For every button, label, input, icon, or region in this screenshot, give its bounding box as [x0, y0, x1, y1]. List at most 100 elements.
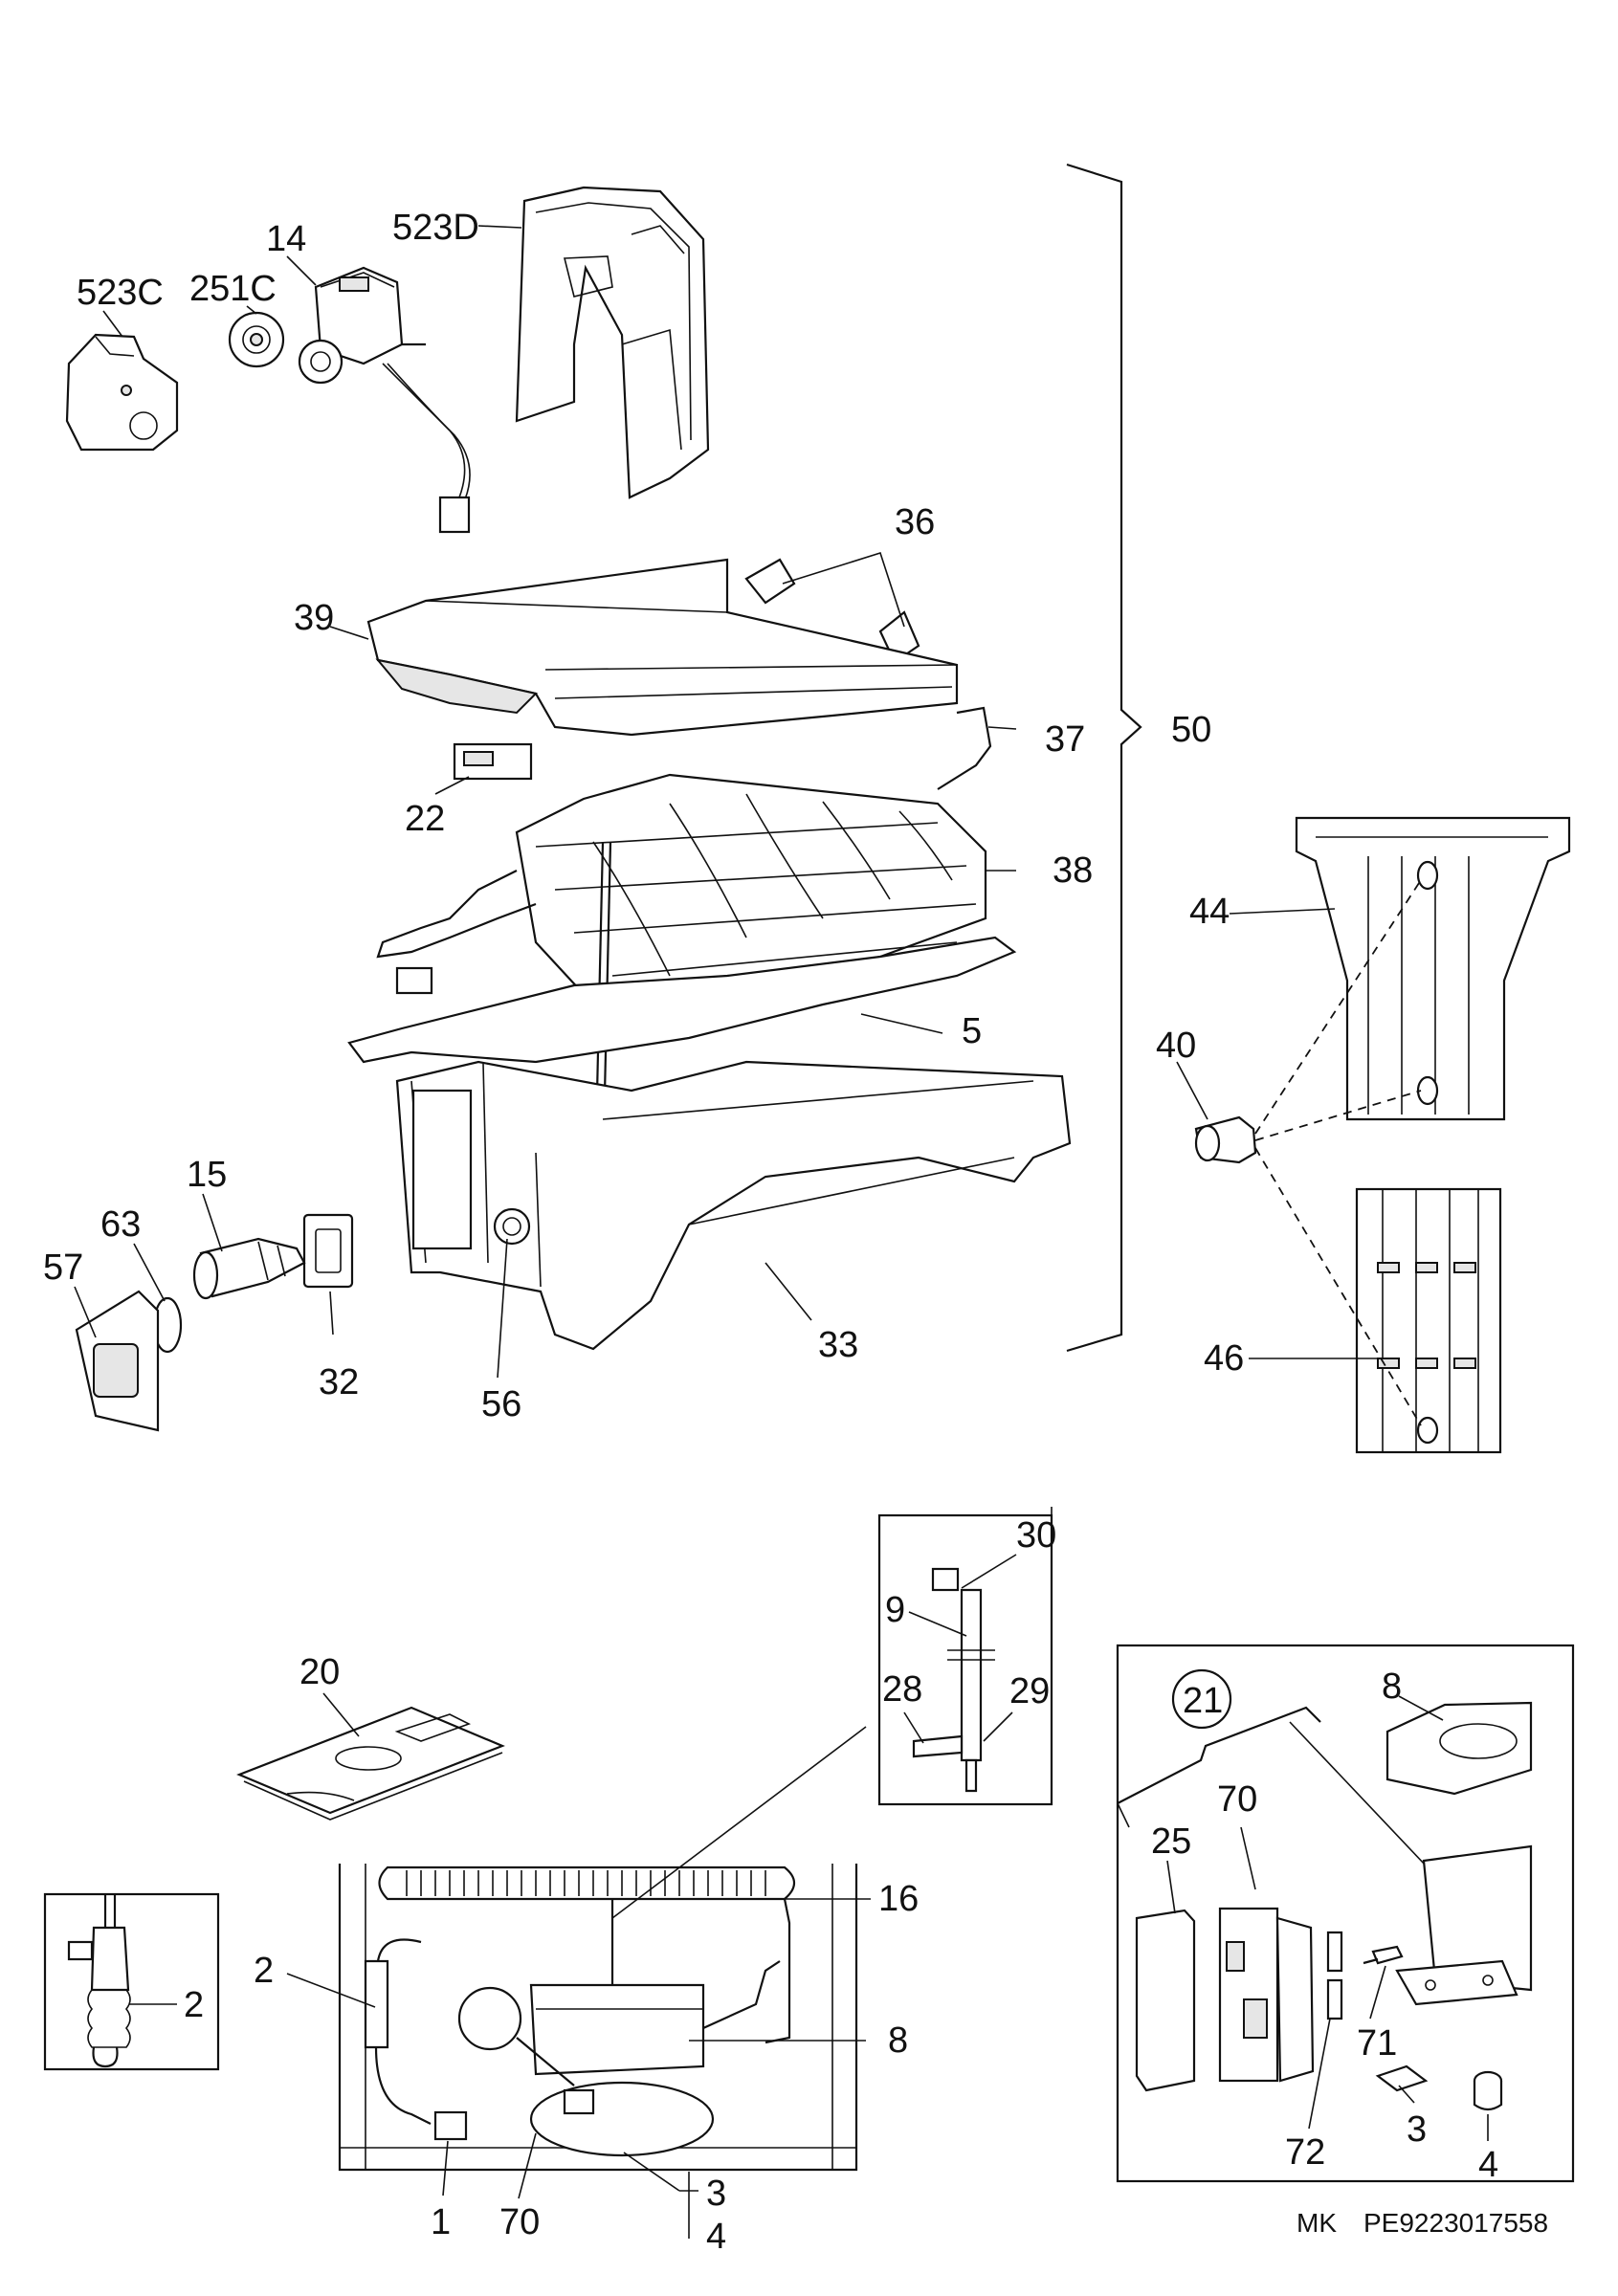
evaporator-38 [376, 773, 987, 1264]
callout-9: 9 [885, 1590, 905, 1630]
leader-3a [1398, 2085, 1415, 2104]
leader-72 [1308, 2018, 1331, 2130]
condenser-16 [378, 1866, 796, 2044]
callout-63: 63 [100, 1204, 141, 1245]
callout-16: 16 [878, 1879, 919, 1919]
relay-1 [433, 2110, 468, 2141]
callout-15: 15 [187, 1155, 227, 1195]
leader-valve-link [611, 1726, 867, 1919]
lamp-40 [1194, 1115, 1257, 1164]
callout-22: 22 [405, 799, 445, 839]
leader-22 [434, 776, 470, 795]
leader-36 [782, 551, 905, 628]
leader-29 [983, 1711, 1013, 1742]
callout-3b: 3 [706, 2174, 726, 2214]
leader-32 [329, 1291, 334, 1336]
callout-1: 1 [431, 2202, 451, 2242]
callout-39: 39 [294, 598, 334, 638]
leader-20 [322, 1692, 360, 1737]
leader-25 [1166, 1860, 1176, 1914]
machine-compartment [338, 1864, 858, 2172]
leader-28 [903, 1711, 924, 1744]
callout-3a: 3 [1407, 2109, 1427, 2150]
leader-39 [329, 626, 369, 640]
top-cover-39 [366, 558, 959, 737]
inset-heater-detail [43, 1892, 220, 2071]
callout-70a: 70 [1217, 1779, 1257, 1820]
leader-14 [286, 255, 317, 286]
leader-5 [860, 1013, 943, 1034]
leader-44 [1229, 908, 1336, 915]
inset-valve-detail [877, 1507, 1053, 1806]
callout-4a: 4 [1478, 2145, 1498, 2185]
leader-523d [477, 225, 522, 229]
callout-523c: 523C [77, 273, 164, 313]
callout-33: 33 [818, 1325, 858, 1365]
leader-56 [497, 1238, 508, 1379]
callout-36: 36 [895, 502, 935, 542]
callout-2b: 2 [254, 1951, 274, 1991]
leader-70a [1240, 1826, 1256, 1890]
fan-wheel-251c [228, 311, 285, 368]
callout-56: 56 [481, 1384, 521, 1424]
leader-33 [765, 1262, 812, 1321]
callout-32: 32 [319, 1362, 359, 1402]
callout-44: 44 [1189, 892, 1230, 932]
callout-28: 28 [882, 1669, 922, 1710]
housing-33 [395, 1060, 1072, 1351]
leader-9 [908, 1611, 967, 1637]
sensor-22 [453, 742, 533, 781]
callout-72: 72 [1285, 2132, 1325, 2173]
leader-15 [202, 1193, 223, 1252]
drip-tray-5 [347, 936, 1017, 1064]
callout-20: 20 [299, 1652, 340, 1692]
drain-hose-15 [192, 1237, 306, 1300]
callout-8b: 8 [888, 2020, 908, 2061]
leader-8a [1398, 1695, 1444, 1721]
callout-251c: 251C [189, 269, 277, 309]
callout-14: 14 [266, 219, 306, 259]
callout-523d: 523D [392, 208, 479, 248]
leader-71 [1369, 1965, 1386, 2020]
callout-71: 71 [1357, 2023, 1397, 2064]
duct-cover-523d [515, 186, 710, 499]
leader-1 [442, 2140, 449, 2197]
leader-37 [987, 726, 1017, 730]
callout-30: 30 [1016, 1515, 1056, 1556]
leader-57 [74, 1286, 97, 1338]
callout-25: 25 [1151, 1821, 1191, 1862]
leader-2b [286, 1973, 376, 2008]
cover-523c [65, 333, 179, 452]
leader-523c [102, 310, 123, 338]
callout-46: 46 [1204, 1338, 1244, 1379]
callout-57: 57 [43, 1247, 83, 1288]
footer-prefix: MK [1297, 2208, 1337, 2238]
fan-motor-14 [298, 266, 471, 534]
callout-8a: 8 [1382, 1667, 1402, 1707]
leader-70b [518, 2132, 537, 2199]
leader-30 [961, 1554, 1017, 1589]
callout-70b: 70 [499, 2202, 540, 2242]
assembly-brace [1066, 163, 1142, 1353]
dryer-filter-2 [364, 1938, 432, 2125]
callout-21: 21 [1183, 1681, 1223, 1721]
gasket-32 [302, 1213, 354, 1289]
callout-4b: 4 [706, 2217, 726, 2257]
callout-2a: 2 [184, 1985, 204, 2025]
leader-251c [246, 305, 257, 315]
lamp-dashed-guides [1254, 879, 1422, 1426]
leader-63 [133, 1243, 166, 1302]
callout-50: 50 [1171, 710, 1211, 750]
manual-20 [236, 1706, 505, 1821]
inset-electrical-detail [1116, 1644, 1575, 2183]
callout-5: 5 [962, 1011, 982, 1051]
leader-3-4b [623, 2152, 698, 2239]
callout-37: 37 [1045, 719, 1085, 760]
cap-57 [75, 1290, 160, 1432]
callout-40: 40 [1156, 1026, 1196, 1066]
wire-37 [937, 706, 992, 790]
callout-38: 38 [1053, 850, 1093, 891]
leader-40 [1176, 1061, 1208, 1120]
footer-code: PE9223017558 [1363, 2208, 1548, 2238]
